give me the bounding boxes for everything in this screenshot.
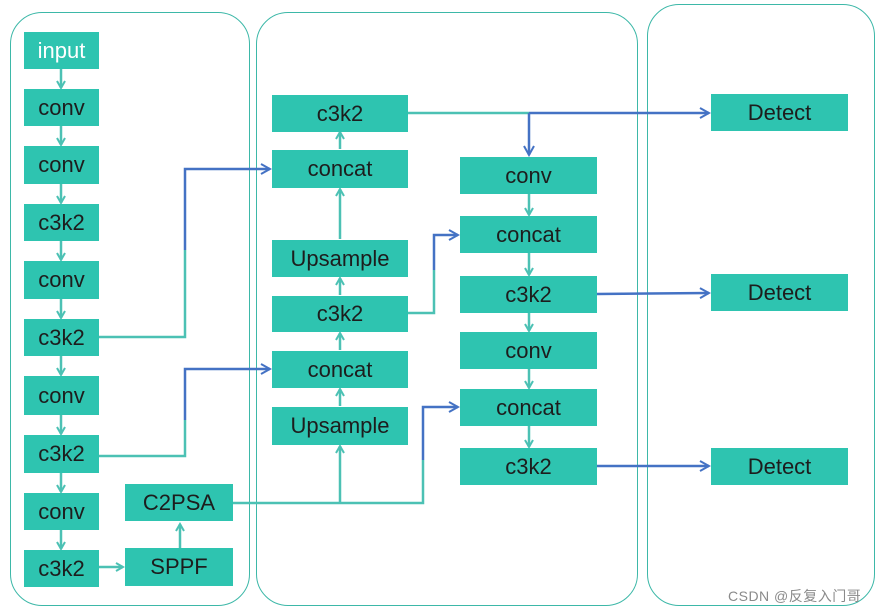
neck-panel [256,12,638,606]
concat-neck-2: concat [272,351,408,388]
conv-neck-a: conv [460,157,597,194]
detect-block-1: Detect [711,94,848,131]
backbone-panel [10,12,250,606]
c3k2-block-1: c3k2 [24,204,99,241]
c3k2-neck-top: c3k2 [272,95,408,132]
sppf-block: SPPF [125,548,233,586]
skip-c3k2-3-concat-2 [183,369,270,420]
skip-c3k2-mid-concat-3-teal [408,270,436,315]
input-block: input [24,32,99,69]
c3k2-block-4: c3k2 [24,550,99,587]
conv-block-5: conv [24,493,99,530]
c2psa-block: C2PSA [125,484,233,521]
c3k2-neck-c: c3k2 [460,448,597,485]
detect-block-3: Detect [711,448,848,485]
watermark: CSDN @反复入门哥 [728,588,862,604]
line-c3k2-b-detect-2 [596,293,709,294]
c3k2-block-2: c3k2 [24,319,99,356]
skip-c3k2-2-concat-1-teal [99,250,187,339]
upsample-neck-1: Upsample [272,240,408,277]
concat-neck-3: concat [460,216,597,253]
concat-neck-1: concat [272,150,408,188]
skip-c2psa-concat-4-teal [340,460,425,505]
conv-neck-b: conv [460,332,597,369]
skip-c3k2-3-concat-2-teal [99,420,187,458]
skip-c3k2-2-concat-1 [183,169,270,250]
conv-block-1: conv [24,89,99,126]
skip-c3k2-mid-concat-3 [432,235,458,270]
head-panel [647,4,875,606]
c3k2-neck-mid: c3k2 [272,296,408,332]
conv-block-4: conv [24,376,99,415]
c3k2-neck-b: c3k2 [460,276,597,313]
conv-block-3: conv [24,261,99,299]
concat-neck-4: concat [460,389,597,426]
c3k2-block-3: c3k2 [24,435,99,473]
skip-c2psa-concat-4 [421,407,458,460]
detect-block-2: Detect [711,274,848,311]
conv-block-2: conv [24,146,99,184]
upsample-neck-2: Upsample [272,407,408,445]
